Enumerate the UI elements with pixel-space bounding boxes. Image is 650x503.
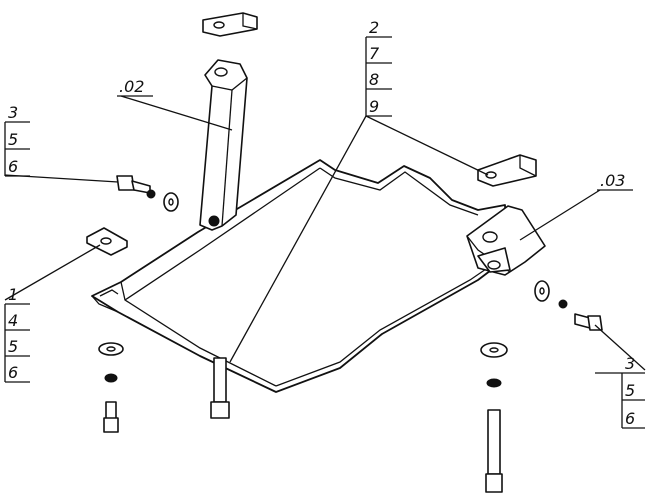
leader-lines	[4, 95, 646, 371]
callout-number: 6	[625, 409, 635, 428]
part-label-03: .03	[597, 171, 633, 191]
callout-number: 1	[8, 285, 18, 304]
callout-left-top: 3 5 6	[4, 103, 30, 177]
part-label-02: .02	[117, 77, 153, 97]
left-plate	[86, 227, 128, 256]
callout-number: 4	[8, 311, 18, 330]
callout-number: 5	[625, 381, 635, 400]
callout-left-bottom: 1 4 5 6	[4, 285, 30, 383]
fasteners-upper-left	[116, 175, 179, 212]
callout-number: 3	[8, 103, 18, 122]
callout-center-top: 2 7 8 9	[365, 18, 392, 117]
fasteners-lower-right	[480, 342, 508, 493]
part-label: .02	[119, 77, 144, 96]
bracket-03	[466, 205, 546, 276]
right-top-bracket	[477, 154, 537, 187]
callout-number: 6	[8, 363, 18, 382]
callout-number: 7	[369, 44, 380, 63]
center-bolt	[210, 357, 230, 419]
top-bracket	[202, 12, 258, 37]
callout-number: 8	[369, 70, 379, 89]
callout-number: 5	[8, 130, 18, 149]
callout-number: 2	[369, 18, 379, 37]
part-label: .03	[600, 171, 625, 190]
callout-right-bottom: 3 5 6	[595, 354, 645, 429]
bracket-02	[199, 59, 248, 231]
fasteners-right	[534, 280, 603, 331]
callout-number: 9	[369, 97, 379, 116]
callout-number: 5	[8, 337, 18, 356]
callout-number: 6	[8, 157, 18, 176]
fasteners-lower-left	[98, 342, 124, 433]
callout-number: 3	[625, 354, 635, 373]
